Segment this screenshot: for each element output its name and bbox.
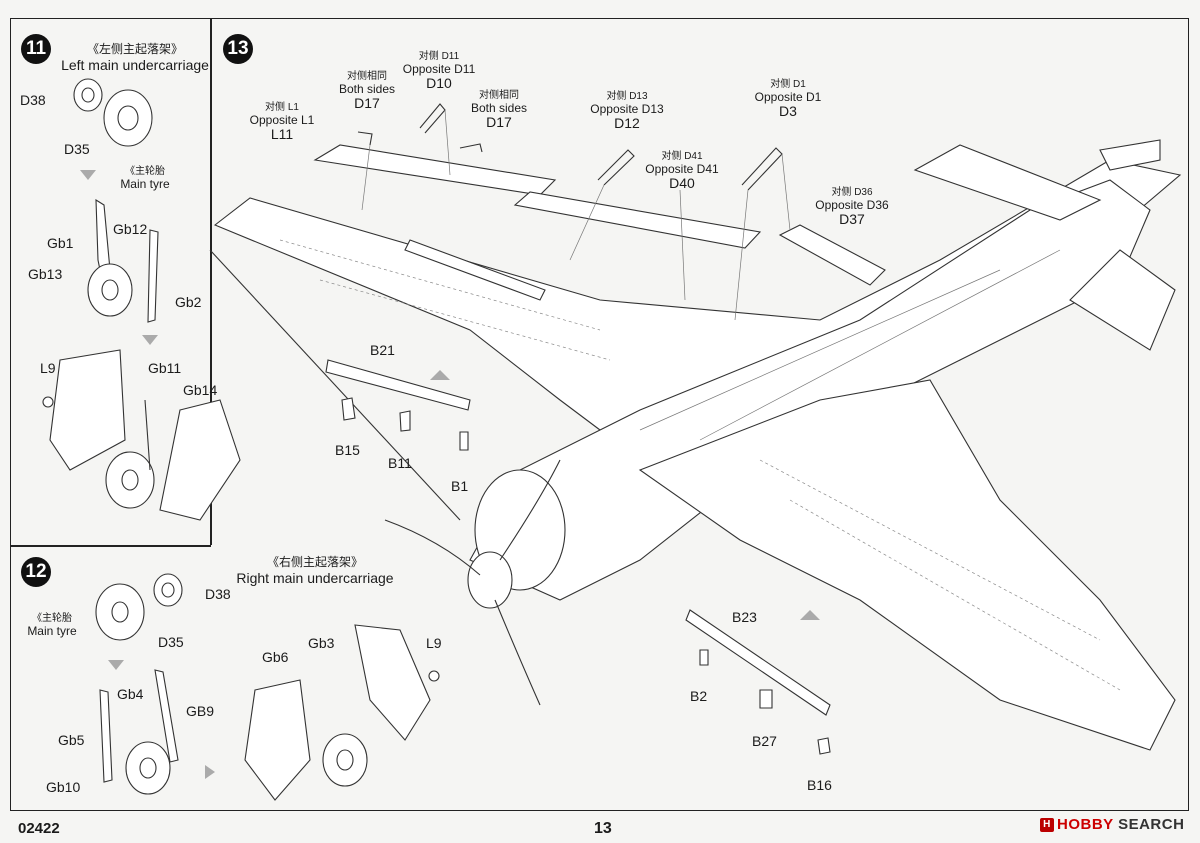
label-gb4: Gb4 xyxy=(117,686,144,702)
group-d17b-en: Both sides xyxy=(470,101,528,115)
label-l9-right: L9 xyxy=(426,635,442,651)
group-d17a-part: D17 xyxy=(354,95,380,111)
group-d40-en: Opposite D41 xyxy=(645,162,719,176)
label-gb6: Gb6 xyxy=(262,649,289,665)
label-gb5: Gb5 xyxy=(58,732,85,748)
instruction-frame xyxy=(10,18,1189,811)
group-d17a: 对侧相同 Both sides D17 xyxy=(330,70,404,110)
step12-title-cn: 《右侧主起落架》 xyxy=(266,555,363,569)
step12-wheel-assembly xyxy=(95,573,440,801)
group-d17a-en: Both sides xyxy=(338,82,396,96)
group-d3-part: D3 xyxy=(779,103,797,119)
step11-tyre-label: 《主轮胎 Main tyre xyxy=(110,165,180,191)
step11-wheel-assembly xyxy=(42,78,241,521)
group-d3: 对侧 D1 Opposite D1 D3 xyxy=(750,78,826,118)
label-b16: B16 xyxy=(807,777,832,793)
group-d3-en: Opposite D1 xyxy=(754,90,822,104)
label-b1: B1 xyxy=(451,478,469,494)
step12-title-en: Right main undercarriage xyxy=(236,570,394,586)
step-number-13: 13 xyxy=(223,34,253,64)
label-b2: B2 xyxy=(690,688,708,704)
step11-tyre-en: Main tyre xyxy=(120,177,170,191)
group-l11-cn: 对侧 L1 xyxy=(265,102,299,113)
label-gb14: Gb14 xyxy=(183,382,218,398)
label-d38: D38 xyxy=(20,92,46,108)
group-d40: 对侧 D41 Opposite D41 D40 xyxy=(640,150,724,190)
label-d35: D35 xyxy=(64,141,90,157)
group-d12-en: Opposite D13 xyxy=(590,102,664,116)
group-d37: 对侧 D36 Opposite D36 D37 xyxy=(810,186,894,226)
label-gb1: Gb1 xyxy=(47,235,74,251)
group-d17a-cn: 对侧相同 xyxy=(347,71,387,82)
group-d12: 对侧 D13 Opposite D13 D12 xyxy=(584,90,670,130)
group-d12-cn: 对侧 D13 xyxy=(606,91,648,102)
group-d17b: 对侧相同 Both sides D17 xyxy=(462,89,536,129)
group-d10-en: Opposite D11 xyxy=(402,62,476,76)
step11-title: 《左侧主起落架》 Left main undercarriage xyxy=(55,40,215,73)
label-gb10: Gb10 xyxy=(46,779,81,795)
label-d35-right: D35 xyxy=(158,634,184,650)
wing-parts xyxy=(313,103,886,755)
group-d10: 对侧 D11 Opposite D11 D10 xyxy=(398,50,480,90)
group-d10-part: D10 xyxy=(426,75,452,91)
page-number: 13 xyxy=(594,820,612,837)
group-d40-cn: 对侧 D41 xyxy=(661,151,703,162)
panel-divider-vertical xyxy=(210,18,212,545)
label-b11: B11 xyxy=(388,455,412,471)
kit-code: 02422 xyxy=(18,820,60,837)
step12-title: 《右侧主起落架》 Right main undercarriage xyxy=(225,553,405,586)
step12-tyre-label: 《主轮胎 Main tyre xyxy=(22,612,82,638)
group-d37-part: D37 xyxy=(839,211,865,227)
group-d37-en: Opposite D36 xyxy=(815,198,889,212)
label-d38-right: D38 xyxy=(205,586,231,602)
group-d3-cn: 对侧 D1 xyxy=(770,79,806,90)
panel-divider-horizontal xyxy=(10,545,211,547)
label-gb12: Gb12 xyxy=(113,221,148,237)
label-b23: B23 xyxy=(732,609,757,625)
group-l11-part: L11 xyxy=(270,126,294,142)
step11-title-en: Left main undercarriage xyxy=(61,57,209,73)
label-gb3: Gb3 xyxy=(308,635,335,651)
watermark-mark-icon: H xyxy=(1040,818,1054,833)
label-gb9: GB9 xyxy=(186,703,215,719)
group-d10-cn: 对侧 D11 xyxy=(418,51,460,62)
label-gb11: Gb11 xyxy=(148,360,182,376)
step-number-11: 11 xyxy=(21,34,51,64)
label-b15: B15 xyxy=(335,442,360,458)
label-l9: L9 xyxy=(40,360,56,376)
label-gb2: Gb2 xyxy=(175,294,202,310)
step12-tyre-en: Main tyre xyxy=(27,624,77,638)
aircraft-outline xyxy=(213,139,1182,751)
step11-title-cn: 《左侧主起落架》 xyxy=(86,42,183,56)
group-l11-en: Opposite L1 xyxy=(249,113,315,127)
group-d12-part: D12 xyxy=(614,115,640,131)
group-d40-part: D40 xyxy=(669,175,695,191)
step11-tyre-cn: 《主轮胎 xyxy=(125,166,165,177)
group-d17b-cn: 对侧相同 xyxy=(479,90,519,101)
label-b27: B27 xyxy=(752,733,777,749)
label-gb13: Gb13 xyxy=(28,266,63,282)
label-b21: B21 xyxy=(370,342,395,358)
group-d37-cn: 对侧 D36 xyxy=(831,187,873,198)
step12-tyre-cn: 《主轮胎 xyxy=(32,613,72,624)
group-l11: 对侧 L1 Opposite L1 L11 xyxy=(242,101,322,141)
group-d17b-part: D17 xyxy=(486,114,512,130)
watermark-word: SEARCH xyxy=(1118,816,1185,833)
step-number-12: 12 xyxy=(21,557,51,587)
watermark-brand: HOBBY xyxy=(1057,816,1114,833)
separator-line xyxy=(209,249,461,521)
